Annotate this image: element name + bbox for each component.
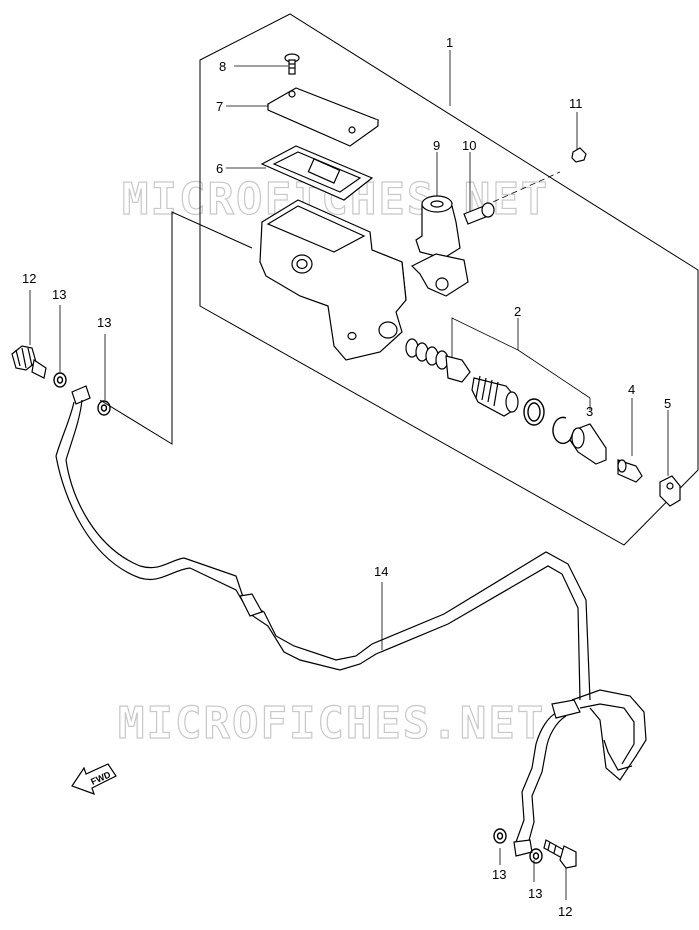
callout-13-left-a: 13: [52, 287, 66, 302]
callout-13-right-b: 13: [528, 886, 542, 901]
banjo-bolt-left: [11, 345, 47, 379]
hose-group-bracket: [99, 211, 253, 445]
master-cylinder-body: [259, 199, 407, 361]
callout-5: 5: [664, 396, 671, 411]
pushrod: [617, 459, 643, 483]
callout-1: 1: [446, 35, 453, 50]
callout-2: 2: [514, 304, 521, 319]
callout-4: 4: [628, 382, 635, 397]
callout-3: 3: [586, 404, 593, 419]
clevis: [659, 475, 681, 507]
callout-labels: 1 2 3 4 5 6 7 8 9 10 11 12 13 13 14 13 1…: [22, 35, 671, 919]
assembly-outline: [199, 13, 699, 546]
diaphragm: [260, 145, 374, 201]
piston: [471, 375, 519, 417]
callout-12-right: 12: [558, 904, 572, 919]
callout-10: 10: [462, 138, 476, 153]
washers-left: [53, 372, 111, 416]
dust-boot: [569, 423, 607, 465]
brake-hose: [55, 385, 647, 857]
nut: [571, 147, 587, 163]
washers-right: [493, 828, 543, 864]
callout-9: 9: [433, 138, 440, 153]
callout-13-left-b: 13: [97, 315, 111, 330]
forward-arrow-icon: FWD: [71, 763, 117, 795]
circlip: [552, 416, 573, 445]
connector-bolt: [463, 202, 495, 225]
callout-7: 7: [216, 99, 223, 114]
banjo-bolt-right: [543, 839, 577, 869]
seal-ring: [523, 398, 545, 426]
watermark-bottom: MICROFICHES.NET: [118, 698, 545, 749]
callout-11: 11: [569, 96, 583, 111]
callout-8: 8: [219, 59, 226, 74]
callout-12-left: 12: [22, 271, 36, 286]
callout-6: 6: [216, 161, 223, 176]
cap-screw: [284, 53, 300, 75]
pushrod-connector: [410, 195, 469, 297]
reservoir-cap: [266, 87, 380, 147]
piston-spring: [405, 338, 471, 383]
callout-14: 14: [374, 564, 388, 579]
callout-13-right-a: 13: [492, 867, 506, 882]
